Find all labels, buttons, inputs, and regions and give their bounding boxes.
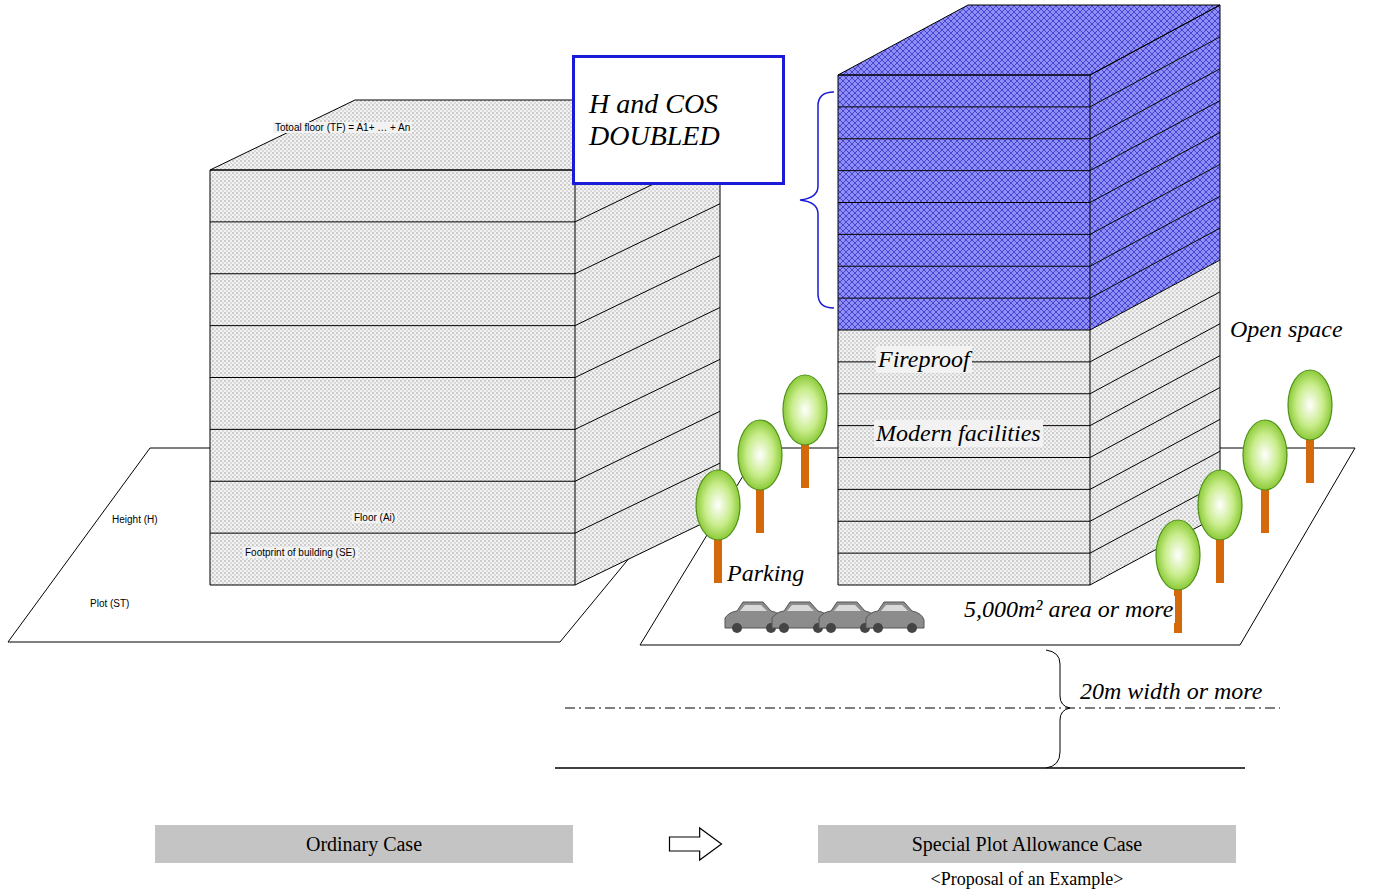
floor-front (838, 298, 1090, 330)
floor-slab (838, 228, 1220, 298)
floor-slab (210, 411, 720, 481)
feature-label: 5,000m² area or more (962, 596, 1175, 623)
dimension-label: Floor (Ai) (352, 512, 397, 523)
feature-label: Fireproof (876, 346, 972, 373)
box-subtitle: <Proposal of an Example> (818, 869, 1236, 890)
floor-front (838, 107, 1090, 139)
floor-slab (838, 196, 1220, 266)
floor-front (838, 266, 1090, 298)
car-wheel (779, 623, 789, 633)
box-title: Special Plot Allowance Case (912, 833, 1143, 856)
floor-slab (210, 204, 720, 274)
floor-front (838, 139, 1090, 171)
case-box: Special Plot Allowance Case<Proposal of … (818, 825, 1236, 863)
dimension-label: Footprint of building (SE) (243, 547, 358, 558)
tree-trunk (1306, 435, 1314, 483)
floor-slab (838, 69, 1220, 139)
floor-slab (838, 5, 1220, 75)
floor-slab (210, 515, 720, 585)
floor-slab (210, 463, 720, 533)
feature-label: Open space (1228, 316, 1345, 343)
tree-trunk (801, 440, 809, 488)
floor-front (838, 171, 1090, 203)
feature-label: 20m width or more (1078, 678, 1264, 705)
floor-front (838, 234, 1090, 266)
callout-box: H and COS DOUBLED (572, 55, 785, 185)
car-window (787, 605, 814, 611)
floor-front (210, 274, 575, 326)
road-centerline (565, 708, 1280, 709)
tree-crown (1243, 420, 1287, 490)
tree-crown (738, 420, 782, 490)
special-building (838, 5, 1220, 585)
floor-slab (210, 256, 720, 326)
floor-slab (838, 324, 1220, 394)
car-wheel (826, 623, 836, 633)
floor-slab (838, 388, 1220, 458)
tree-trunk (714, 535, 722, 583)
floor-front (210, 378, 575, 430)
car-wheel (732, 623, 742, 633)
tree-crown (1198, 470, 1242, 540)
floor-slab (210, 359, 720, 429)
floor-front (210, 481, 575, 533)
floor-slab (838, 101, 1220, 171)
floor-slab (838, 419, 1220, 489)
floor-front (838, 489, 1090, 521)
floor-front (838, 75, 1090, 107)
case-box: Ordinary Case (155, 825, 573, 863)
roof (838, 5, 1220, 75)
car-wheel (907, 623, 917, 633)
floor-slab (210, 308, 720, 378)
car-window (740, 605, 767, 611)
tree-trunk (1261, 485, 1269, 533)
trees (696, 370, 1332, 633)
building-edge (838, 5, 1220, 585)
dimension-label: Plot (ST) (88, 598, 131, 609)
tree-crown (783, 375, 827, 445)
dimension-label: Height (H) (110, 514, 160, 525)
floor-slab (838, 164, 1220, 234)
floor-front (210, 326, 575, 378)
tree-trunk (756, 485, 764, 533)
tree-crown (1156, 520, 1200, 590)
car-wheel (873, 623, 883, 633)
car-window (881, 605, 908, 611)
box-title: Ordinary Case (306, 833, 422, 856)
feature-label: Modern facilities (874, 420, 1043, 447)
floor-slab (838, 451, 1220, 521)
floor-slab (838, 260, 1220, 330)
doubled-bracket (800, 92, 834, 308)
floor-front (838, 203, 1090, 235)
cars (725, 602, 924, 633)
width-brace (1046, 650, 1070, 768)
tree-trunk (1216, 535, 1224, 583)
feature-label: Parking (725, 560, 806, 587)
road-edge (555, 767, 1245, 769)
dimension-label: Totoal floor (TF) = A1+ … + An (273, 122, 412, 133)
floor-slab (838, 37, 1220, 107)
tree-crown (1288, 370, 1332, 440)
floor-front (210, 429, 575, 481)
floor-front (210, 170, 575, 222)
car-window (834, 605, 861, 611)
tree-crown (696, 470, 740, 540)
floor-front (210, 533, 575, 585)
floor-slab (838, 133, 1220, 203)
car-body (866, 602, 924, 628)
floor-front (838, 553, 1090, 585)
floor-front (838, 458, 1090, 490)
floor-front (838, 521, 1090, 553)
flow-arrow (670, 828, 722, 860)
box-title: H and COS DOUBLED (589, 88, 768, 152)
floor-front (210, 222, 575, 274)
